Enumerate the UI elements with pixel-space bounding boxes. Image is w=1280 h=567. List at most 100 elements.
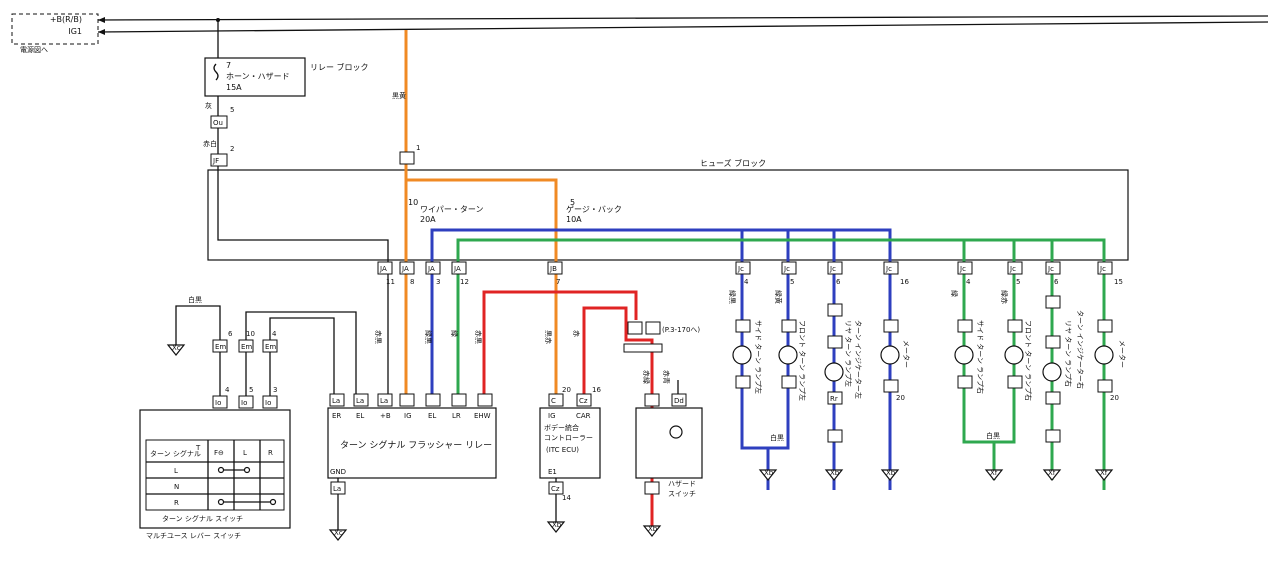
- switch-dot-r1: [217, 498, 225, 506]
- ground-xc-flasher: [328, 529, 348, 541]
- hazard-conn-top-1: [627, 321, 643, 335]
- ground-xb-ecu-label: Xb: [552, 521, 562, 529]
- flasher-pin-ehw: EHW: [474, 412, 491, 420]
- ground-xf-r2-label: Xf: [1048, 469, 1056, 477]
- connector-ja-3-label: JA: [427, 265, 435, 273]
- lamp-connectors: Rr: [735, 295, 1113, 443]
- lamp-rear-l: [824, 362, 844, 382]
- pin-16: 16: [900, 278, 909, 286]
- table-row-n: N: [174, 483, 179, 491]
- lamp-conn-7d: [1045, 429, 1061, 443]
- switch-io-1: [212, 395, 228, 409]
- wire-green-black-l: 緑黒: [728, 290, 737, 304]
- switch-dot-l1: [217, 466, 225, 474]
- ground-xb-hazard: [642, 525, 662, 537]
- connector-lamp-3-label: Jc: [829, 265, 836, 273]
- connector-lamp-2: [781, 261, 797, 275]
- lamp-conn-2a: [781, 319, 797, 333]
- switch-io-3: [262, 395, 278, 409]
- table-col-f: F⊖: [214, 449, 224, 457]
- connector-ou: [210, 115, 228, 129]
- fuse1-rating: 20A: [420, 215, 436, 224]
- pin-11: 11: [386, 278, 395, 286]
- switch-io-2: [238, 395, 254, 409]
- connector-ja-11: [377, 261, 393, 275]
- batt-label: +B(R/B): [50, 15, 82, 24]
- connector-ja-11-label: JA: [379, 265, 387, 273]
- hazard-conn-top-2: [645, 321, 661, 335]
- lamp-ind-l: [880, 345, 900, 365]
- lamp-conn-5a: [957, 319, 973, 333]
- connector-jb-7: [547, 261, 563, 275]
- wire-red-green: 赤緑: [642, 370, 651, 384]
- ecu-pin-car: CAR: [576, 412, 591, 420]
- hazard-lamp: [669, 425, 683, 439]
- label-rear-r: リヤ ターン ランプ右: [1064, 320, 1073, 387]
- flasher-conn-1: [329, 393, 345, 407]
- pin-4-sw: 4: [272, 330, 277, 338]
- lamp-rear-r: [1042, 362, 1062, 382]
- switch-table: [145, 439, 285, 511]
- table-col-l: L: [243, 449, 247, 457]
- wire-red: 赤: [572, 330, 580, 337]
- ground-xb-l1-label: Xb: [764, 469, 774, 477]
- relay-fuse-symbol: [213, 63, 219, 81]
- ecu-gnd-conn: [548, 481, 564, 495]
- flasher-conn-4: [399, 393, 415, 407]
- ground-xb-ecu: [546, 521, 566, 533]
- table-corner-label: ターン シグナル: [150, 449, 201, 458]
- connector-lamp-5-label: Jc: [959, 265, 966, 273]
- label-meter-r: メーター: [1118, 340, 1127, 368]
- label-ind-r: ターン インジケーター右: [1076, 310, 1085, 389]
- pin-20-l: 20: [896, 394, 905, 402]
- flasher-conn-5: [425, 393, 441, 407]
- pin-20-r: 20: [1110, 394, 1119, 402]
- lamp-conn-6b: [1007, 375, 1023, 389]
- flasher-conn-6: [451, 393, 467, 407]
- red-wire-car: [582, 306, 654, 530]
- lamp-conn-8a: [1097, 319, 1113, 333]
- fuse1-id: 10: [408, 198, 418, 207]
- lamp-ind-r: [1094, 345, 1114, 365]
- blue-wire-side-l: [740, 230, 770, 490]
- ground-xb-l3-label: Xb: [886, 469, 896, 477]
- flasher-conn-1-label: La: [332, 397, 340, 405]
- ig1-label: IG1: [68, 27, 82, 36]
- source-note: 電源図へ: [20, 45, 48, 54]
- wire-red-black-ehw: 赤黒: [474, 330, 482, 344]
- ground-xf-r3: [1094, 469, 1114, 481]
- switch-em-3-label: Em: [265, 343, 276, 351]
- relay-fuse-label: ホーン・ハザード: [226, 72, 290, 81]
- ground-xb-hazard-label: Xb: [648, 525, 658, 533]
- ecu-pin-e1: E1: [548, 468, 557, 476]
- connector-ja-12: [451, 261, 467, 275]
- green-wire-front-r: [994, 240, 1016, 444]
- flasher-conn-2: [353, 393, 369, 407]
- pin-2-jf: 2: [230, 145, 234, 153]
- connector-ja-8: [399, 261, 415, 275]
- lamp-conn-1b: [735, 375, 751, 389]
- pin-5-lamp: 5: [790, 278, 794, 286]
- ground-xb-l2-label: Xb: [830, 469, 840, 477]
- ground-xb-l1: [758, 469, 778, 481]
- lamp-conn-5b: [957, 375, 973, 389]
- connector-lamp-5: [957, 261, 973, 275]
- pin-7: 7: [556, 278, 560, 286]
- label-front-r: フロント ターン ランプ右: [1024, 320, 1033, 401]
- fuse-block-label: ヒューズ ブロック: [700, 158, 766, 168]
- switch-em-2-label: Em: [241, 343, 252, 351]
- pin-20-ecu: 20: [562, 386, 571, 394]
- connector-lamp-3: [827, 261, 843, 275]
- wire-white-black-sw: 白黒: [188, 295, 202, 304]
- lamp-conn-3d: [827, 429, 843, 443]
- ground-xb-l2: [824, 469, 844, 481]
- ground-xf-r1-label: Xf: [990, 469, 998, 477]
- ecu-pin-ig: IG: [548, 412, 556, 420]
- hazard-junction: [623, 343, 663, 353]
- fuse-block: [207, 169, 1129, 261]
- wire-black-yellow: 黒黄: [392, 91, 406, 100]
- pin-15: 15: [1114, 278, 1123, 286]
- ig1-arrow: [98, 29, 105, 35]
